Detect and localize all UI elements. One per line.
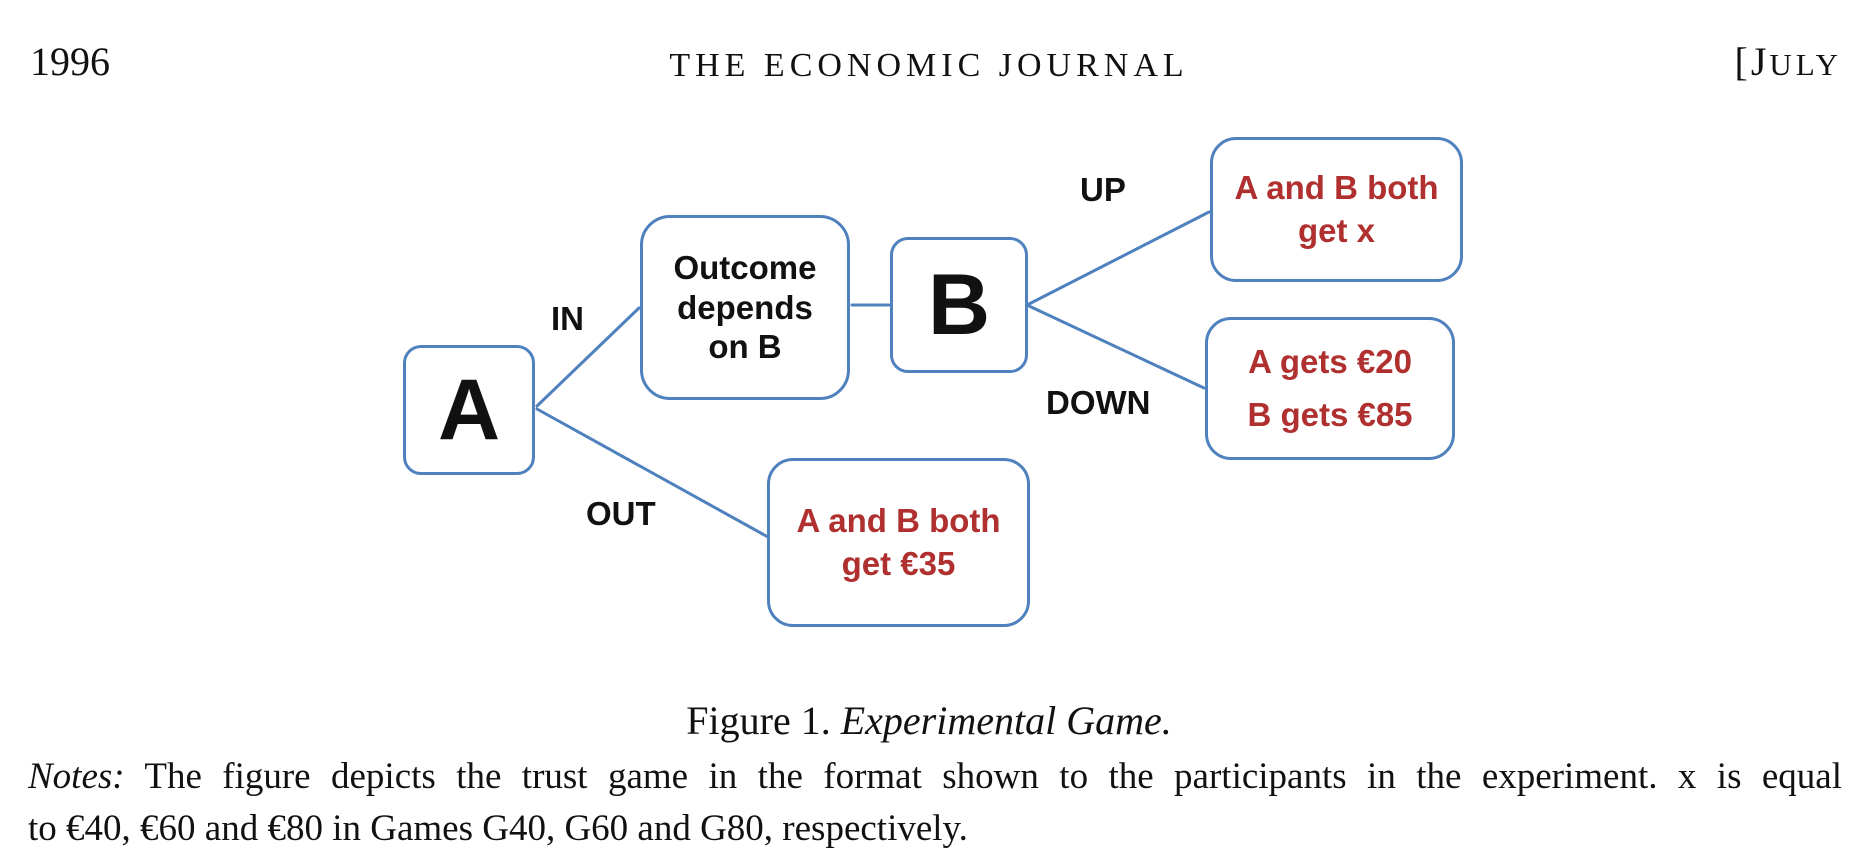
outcome-line-2: depends (677, 288, 813, 326)
node-outcome-depends-on-b: Outcome depends on B (640, 215, 850, 400)
figure-notes-line-1: Notes: The figure depicts the trust game… (28, 751, 1842, 803)
payoff-down-line-1: A gets €20 (1248, 342, 1412, 380)
notes-text-line-1: The figure depicts the trust game in the… (144, 756, 1842, 797)
payoff-box-up: A and B both get x (1210, 137, 1463, 282)
edge-label-up: UP (1080, 171, 1126, 208)
figure-caption-number: Figure 1. (686, 698, 831, 743)
payoff-up-line-1: A and B both (1234, 168, 1439, 206)
issue-month: [JULY (1735, 38, 1843, 85)
payoff-out-line-1: A and B both (796, 501, 1001, 539)
issue-month-smallcaps: ULY (1769, 47, 1842, 82)
outcome-line-3: on B (708, 328, 782, 366)
notes-label: Notes: (28, 756, 125, 797)
edge-label-in: IN (551, 300, 584, 337)
figure-caption-title: Experimental Game. (840, 698, 1172, 743)
payoff-up-line-2: get x (1297, 211, 1376, 249)
figure-notes-line-2: to €40, €60 and €80 in Games G40, G60 an… (28, 808, 968, 849)
payoff-out-line-2: get €35 (841, 544, 956, 582)
edge-label-out: OUT (586, 495, 656, 532)
page-number: 1996 (30, 39, 110, 84)
payoff-box-down: A gets €20 B gets €85 (1205, 317, 1455, 460)
running-head: 1996 THE ECONOMIC JOURNAL [JULY (0, 0, 1858, 100)
payoff-box-out: A and B both get €35 (767, 458, 1030, 627)
edge-down-line (1027, 304, 1206, 390)
journal-title: THE ECONOMIC JOURNAL (669, 47, 1189, 84)
payoff-down-line-2: B gets €85 (1247, 395, 1413, 433)
node-player-b-label: B (927, 256, 991, 353)
outcome-line-1: Outcome (673, 249, 817, 287)
issue-month-initial: [J (1734, 39, 1770, 84)
figure-notes: Notes: The figure depicts the trust game… (28, 751, 1842, 855)
node-player-a-label: A (437, 361, 501, 458)
figure-caption: Figure 1. Experimental Game. (0, 697, 1858, 744)
node-player-a: A (403, 345, 535, 475)
edge-label-down: DOWN (1046, 384, 1151, 421)
edge-up-line (1027, 210, 1211, 306)
node-player-b: B (890, 237, 1028, 373)
